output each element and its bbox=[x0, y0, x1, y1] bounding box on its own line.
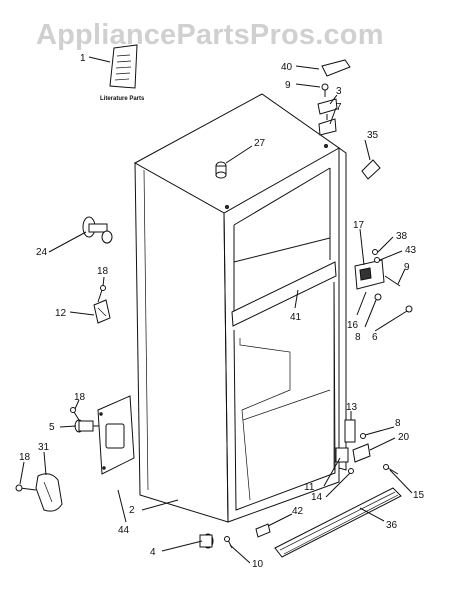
callout-13: 13 bbox=[346, 402, 358, 413]
access-cover-panel bbox=[97, 395, 135, 475]
screw-18-lower bbox=[15, 484, 37, 492]
lower-hinge-bracket bbox=[335, 419, 371, 474]
clip-42 bbox=[255, 523, 271, 538]
callout-10: 10 bbox=[252, 559, 264, 570]
bracket-12 bbox=[93, 299, 111, 324]
door-stop bbox=[361, 159, 381, 180]
callout-38: 38 bbox=[396, 231, 408, 242]
callout-5: 5 bbox=[49, 422, 55, 433]
callout-6: 6 bbox=[372, 332, 378, 343]
callout-20: 20 bbox=[398, 432, 410, 443]
callout-18: 18 bbox=[74, 392, 86, 403]
wheel-roller bbox=[82, 216, 113, 244]
callout-16: 16 bbox=[347, 320, 359, 331]
callout-44: 44 bbox=[118, 525, 130, 536]
top-hinge-cover bbox=[321, 59, 351, 77]
callout-17: 17 bbox=[353, 220, 365, 231]
callout-14: 14 bbox=[311, 492, 323, 503]
hinge-screw-top bbox=[321, 83, 329, 97]
callout-42: 42 bbox=[292, 506, 304, 517]
top-hinge bbox=[317, 98, 338, 136]
callout-2: 2 bbox=[129, 505, 135, 516]
callout-41: 41 bbox=[290, 312, 302, 323]
callout-15: 15 bbox=[413, 490, 425, 501]
callout-12: 12 bbox=[55, 308, 67, 319]
callout-9: 9 bbox=[285, 80, 291, 91]
callout-7: 7 bbox=[336, 102, 342, 113]
callout-9: 9 bbox=[404, 262, 410, 273]
callout-4: 4 bbox=[150, 547, 156, 558]
callout-36: 36 bbox=[386, 520, 398, 531]
literature-card bbox=[109, 44, 138, 89]
callout-31: 31 bbox=[38, 442, 50, 453]
screw-18-upper bbox=[97, 285, 106, 303]
center-hinge-assembly bbox=[354, 249, 413, 313]
callout-35: 35 bbox=[367, 130, 379, 141]
cabinet-left-side bbox=[134, 162, 229, 523]
callout-40: 40 bbox=[281, 62, 293, 73]
foot-cover-31 bbox=[35, 473, 63, 512]
callout-43: 43 bbox=[405, 245, 417, 256]
callout-27: 27 bbox=[254, 138, 266, 149]
callout-18: 18 bbox=[19, 452, 31, 463]
leader-lines bbox=[19, 56, 413, 564]
screw-15 bbox=[383, 464, 399, 475]
divider-mullion bbox=[231, 261, 337, 327]
callout-1: 1 bbox=[80, 53, 86, 64]
callout-11: 11 bbox=[304, 482, 315, 493]
refrigerator-cabinet bbox=[133, 93, 347, 523]
screw-18-middle bbox=[70, 407, 80, 421]
callout-3: 3 bbox=[336, 86, 342, 97]
base-grille-36 bbox=[274, 487, 402, 558]
callout-24: 24 bbox=[36, 247, 48, 258]
callout-8: 8 bbox=[395, 418, 401, 429]
callout-18: 18 bbox=[97, 266, 109, 277]
callout-8: 8 bbox=[355, 332, 361, 343]
leveling-leg bbox=[74, 419, 102, 433]
top-grommet bbox=[215, 161, 227, 179]
watermark: AppliancePartsPros.com bbox=[36, 19, 384, 51]
literature-caption: Literature Parts bbox=[100, 96, 145, 102]
